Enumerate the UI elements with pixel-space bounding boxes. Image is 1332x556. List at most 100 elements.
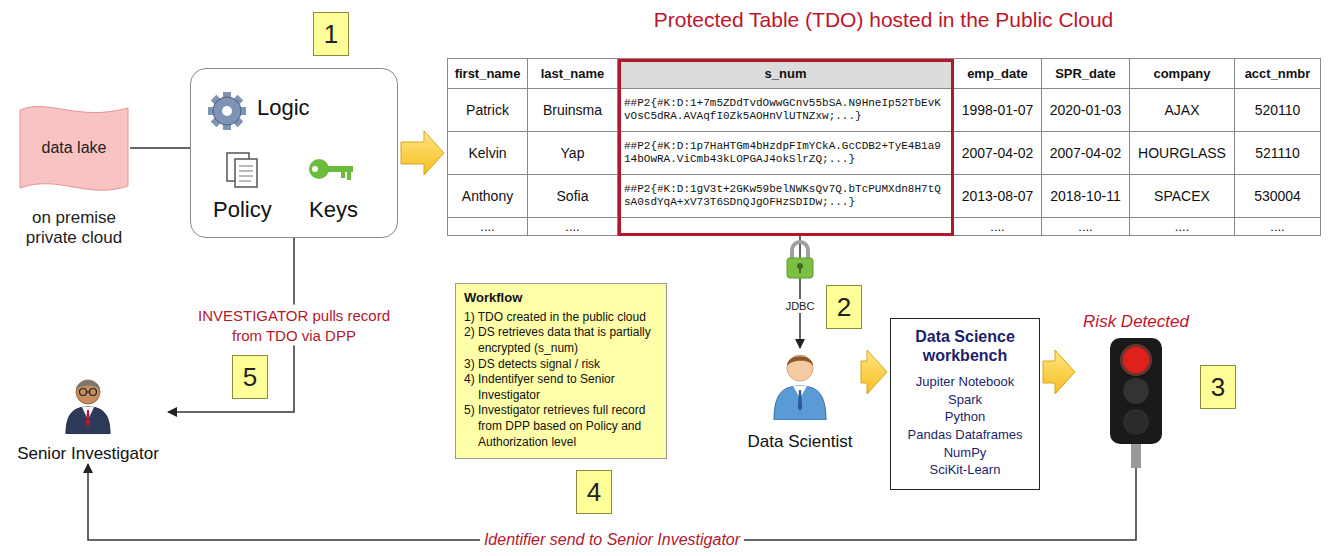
column-header: acct_nmbr xyxy=(1245,66,1311,81)
padlock-icon xyxy=(787,242,813,278)
table-cell: Kelvin xyxy=(448,132,528,175)
table-value: ##P2{#K:D:1gV3t+2GKw59belNWKsQv7Q.bTcPUM… xyxy=(624,183,947,209)
edge-label: Identifier send to Senior Investigator xyxy=(480,530,744,550)
table-cell: 520110 xyxy=(1235,89,1321,132)
table-value: .... xyxy=(1270,220,1284,233)
workflow-step: 3) DS detects signal / risk xyxy=(464,357,658,373)
data-lake-shape: data lakeon premise private cloud xyxy=(18,102,130,249)
node-label: data lake xyxy=(42,139,107,157)
traffic-light-icon xyxy=(1106,338,1166,468)
table-value: .... xyxy=(1078,220,1092,233)
callout-box: 1 xyxy=(313,12,349,56)
tool-item: Spark xyxy=(897,391,1033,409)
table-value: HOURGLASS xyxy=(1138,145,1226,161)
node-label: Keys xyxy=(309,197,358,223)
senior-investigator: Senior Investigator xyxy=(8,376,168,464)
table-cell: ##P2{#K:D:1p7HaHTGm4bHzdpFImYCkA.GcCDB2+… xyxy=(618,132,954,175)
investigator-icon xyxy=(63,376,113,434)
data-table: first_name last_name s_num emp_date SPR_date… xyxy=(447,58,1321,236)
table-value: .... xyxy=(480,220,494,233)
table-cell: ##P2{#K:D:1gV3t+2GKw59belNWKsQv7Q.bTcPUM… xyxy=(618,175,954,218)
table-cell: last_name xyxy=(528,59,618,89)
table-cell: emp_date xyxy=(954,59,1042,89)
table-value: Anthony xyxy=(462,188,513,204)
table-cell: .... xyxy=(1235,218,1321,236)
traffic-light: Risk Detected xyxy=(1078,312,1194,468)
status-label: Risk Detected xyxy=(1078,312,1194,332)
edge-label: INVESTIGATOR pulls record from TDO via D… xyxy=(180,305,408,346)
table-value: Bruinsma xyxy=(543,102,602,118)
column-header: last_name xyxy=(541,66,605,81)
node-label: Policy xyxy=(213,197,272,223)
table-cell: Sofia xyxy=(528,175,618,218)
table-value: 521110 xyxy=(1255,145,1300,161)
table-value: Patrick xyxy=(466,102,509,118)
table-value: 1998-01-07 xyxy=(962,102,1034,118)
table-cell: 521110 xyxy=(1235,132,1321,175)
callout-number: 2 xyxy=(837,292,851,323)
table-value: 530004 xyxy=(1254,188,1301,204)
box-heading: Data Science workbench xyxy=(897,327,1033,365)
callout-box: 2 xyxy=(826,285,862,329)
diagram-title: Protected Table (TDO) hosted in the Publ… xyxy=(447,8,1320,32)
workbench-box: Data Science workbenchJupiter NotebookSp… xyxy=(890,318,1040,490)
table-cell: Patrick xyxy=(448,89,528,132)
table-value: 520110 xyxy=(1255,102,1301,118)
table-value: ##P2{#K:D:1p7HaHTGm4bHzdpFImYCkA.GcCDB2+… xyxy=(624,140,947,166)
tool-item: SciKit-Learn xyxy=(897,461,1033,479)
column-header: company xyxy=(1153,66,1210,81)
node-label: Logic xyxy=(257,95,310,121)
callout-number: 5 xyxy=(243,362,257,393)
table-value: .... xyxy=(1175,220,1189,233)
table-value: SPACEX xyxy=(1154,188,1210,204)
tool-item: Pandas Dataframes xyxy=(897,426,1033,444)
table-cell: .... xyxy=(1042,218,1130,236)
table-cell: 2007-04-02 xyxy=(1042,132,1130,175)
table-cell: .... xyxy=(1130,218,1235,236)
column-header: SPR_date xyxy=(1055,66,1116,81)
connector xyxy=(799,236,801,348)
column-header: s_num xyxy=(765,66,807,81)
callout-box: 3 xyxy=(1200,365,1236,409)
table-cell: .... xyxy=(954,218,1042,236)
table-cell: 2007-04-02 xyxy=(954,132,1042,175)
text-slot: Keys xyxy=(309,197,358,223)
table-cell: HOURGLASS xyxy=(1130,132,1235,175)
tool-item: NumPy xyxy=(897,444,1033,462)
table-cell: s_num xyxy=(618,59,954,89)
table-value: 2007-04-02 xyxy=(1050,145,1122,161)
table-cell xyxy=(618,218,954,236)
table-cell: company xyxy=(1130,59,1235,89)
table-cell: Yap xyxy=(528,132,618,175)
workflow-step: 5) Investigator retrieves full record fr… xyxy=(464,403,658,450)
table-cell: 2013-08-07 xyxy=(954,175,1042,218)
table-value: Sofia xyxy=(557,188,589,204)
table-cell: 2018-10-11 xyxy=(1042,175,1130,218)
table-cell: first_name xyxy=(448,59,528,89)
table-value: 2013-08-07 xyxy=(962,188,1034,204)
block-arrow xyxy=(1043,350,1075,394)
table-cell: SPR_date xyxy=(1042,59,1130,89)
table-value: 2018-10-11 xyxy=(1050,188,1121,204)
tool-item: Jupiter Notebook xyxy=(897,373,1033,391)
table-cell: ##P2{#K:D:1+7m5ZDdTvdOwwGCnv55bSA.N9HneI… xyxy=(618,89,954,132)
edge-label: JDBC xyxy=(782,299,819,313)
data-scientist-icon xyxy=(770,348,830,420)
callout-box: 4 xyxy=(576,470,612,514)
tool-item: Python xyxy=(897,408,1033,426)
connector xyxy=(130,147,190,149)
table-value: 2007-04-02 xyxy=(962,145,1034,161)
flag-area: data lake xyxy=(18,102,130,194)
table-value: .... xyxy=(565,220,579,233)
callout-number: 4 xyxy=(587,477,601,508)
block-arrow xyxy=(401,131,444,175)
workflow-step: 4) Indentifyer send to Senior Investigat… xyxy=(464,372,658,403)
logic-box: LogicPolicy Keys xyxy=(190,68,398,238)
table-cell: Anthony xyxy=(448,175,528,218)
block-arrow xyxy=(861,350,887,394)
table-cell: .... xyxy=(528,218,618,236)
table-cell: .... xyxy=(448,218,528,236)
table-value: .... xyxy=(990,220,1004,233)
table-cell: SPACEX xyxy=(1130,175,1235,218)
